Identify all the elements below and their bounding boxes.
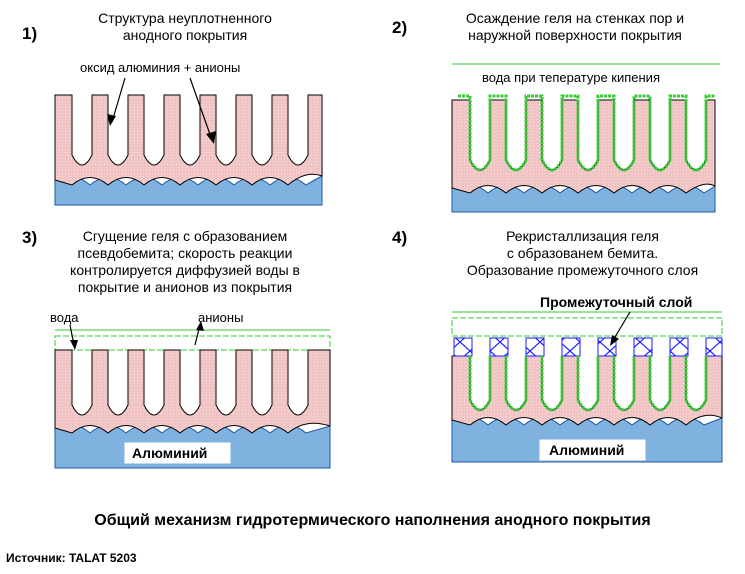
panel-1-number: 1)	[22, 24, 38, 43]
anions-label: анионы	[198, 310, 244, 325]
panel-3-caption-line-4: покрытие и анионов из покрытия	[77, 279, 293, 295]
panel-2-caption: Осаждение геля на стенках пор и наружной…	[440, 10, 710, 44]
panel-4-number: 4)	[392, 228, 408, 247]
panel-2-number: 2)	[392, 18, 408, 37]
boiling-water-label: вода при тепературе кипения	[482, 70, 660, 85]
panel-4-oxide	[451, 355, 723, 426]
panel-4-structure	[451, 311, 723, 463]
panel-1-caption-line-1: Структура неуплотненного	[98, 10, 272, 26]
intermediate-layer-label: Промежуточный слой	[540, 294, 693, 310]
panel-1-caption: Структура неуплотненного анодного покрыт…	[80, 10, 290, 44]
panel-3-structure	[54, 321, 331, 469]
panel-4-caption: Рекристаллизация геля с образованем беми…	[445, 228, 720, 279]
figure-title: Общий механизм гидротермического наполне…	[94, 512, 651, 529]
intermediate-layer	[453, 337, 723, 357]
panel-2-caption-line-1: Осаждение геля на стенках пор и	[465, 10, 685, 26]
panel-3-caption-line-2: псевдобемита; скорость реакции	[77, 245, 293, 261]
panel-3-number: 3)	[22, 228, 38, 247]
panel-4-caption-line-3: Образование промежуточного слоя	[466, 262, 699, 278]
water-label: вода	[50, 310, 79, 325]
panel-3-caption-line-3: контролируется диффузией воды в	[70, 262, 300, 278]
source-note: Источник: TALAT 5203	[6, 551, 137, 565]
panel-1-caption-line-2: анодного покрытия	[122, 27, 248, 43]
panel-3-caption: Сгущение геля с образованием псевдобемит…	[55, 228, 315, 296]
panel-4-caption-line-2: с образованем бемита.	[506, 245, 659, 261]
aluminium-label-4: Алюминий	[549, 442, 625, 458]
panel-1-structure	[54, 77, 323, 206]
panel-1-metal	[54, 175, 323, 206]
panel-2-structure	[451, 63, 720, 213]
aluminium-label-3: Алюминий	[132, 445, 208, 461]
panel-3-oxide	[54, 349, 331, 434]
panel-1-oxide	[54, 94, 323, 186]
panel-2-caption-line-2: наружной поверхности покрытия	[468, 27, 682, 43]
panel-3-caption-line-1: Сгущение геля с образованием	[82, 228, 288, 244]
panel-4-caption-line-1: Рекристаллизация геля	[506, 228, 659, 244]
oxide-anions-label: оксид алюминия + анионы	[80, 60, 241, 75]
